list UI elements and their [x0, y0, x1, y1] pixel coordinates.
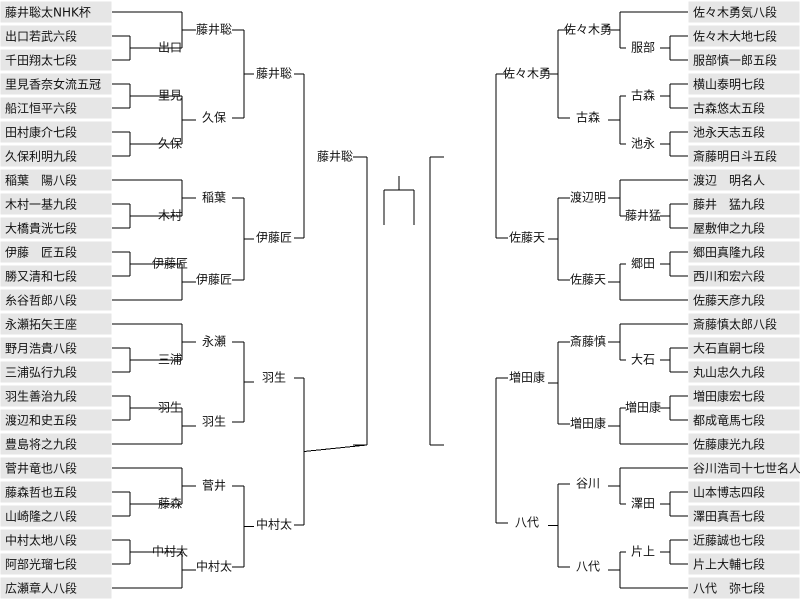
left-player-name: 出口若武六段 [5, 29, 77, 44]
right-player-name: 西川和宏六段 [693, 269, 765, 284]
left-player-name: 三浦弘行九段 [5, 365, 77, 380]
left-player-name: 広瀬章人八段 [5, 581, 77, 596]
right-player-name: 藤井 猛九段 [693, 197, 765, 212]
right-player-name: 澤田真吾七段 [693, 509, 765, 524]
right-player-name: 丸山忠久九段 [693, 365, 765, 380]
right-player-name: 八代 弥七段 [693, 581, 765, 596]
right-player-name: 増田康宏七段 [693, 389, 765, 404]
left-round1-winner: 木村 [158, 209, 182, 223]
bracket-line [303, 444, 368, 452]
left-round1-winner: 藤森 [158, 496, 182, 511]
left-player-name: 羽生善治九段 [5, 389, 77, 404]
right-player-name: 横山泰明七段 [693, 77, 765, 92]
right-player-name: 谷川浩司十七世名人 [693, 461, 800, 476]
left-player-name: 勝又清和七段 [5, 269, 77, 284]
right-player-name: 佐藤康光九段 [693, 437, 765, 452]
left-player-name: 糸谷哲郎八段 [5, 293, 77, 308]
right-round2-winner: 佐藤天 [570, 273, 606, 287]
left-player-name: 船江恒平六段 [5, 101, 77, 116]
left-player-name: 伊藤 匠五段 [5, 245, 77, 260]
right-player-name: 古森悠太五段 [693, 101, 765, 116]
left-player-name: 藤井聡太NHK杯 [5, 5, 91, 20]
left-round1-winner: 羽生 [158, 401, 182, 415]
left-round1-winner: 久保 [158, 137, 182, 151]
left-player-name: 豊島将之九段 [5, 437, 77, 452]
left-player-name: 山崎隆之八段 [5, 509, 77, 524]
right-player-name: 佐々木勇気八段 [693, 5, 777, 20]
left-round2-winner: 稲葉 [202, 191, 226, 205]
left-round1-winner: 三浦 [158, 353, 182, 367]
left-round3-winner: 藤井聡 [256, 67, 292, 81]
left-player-name: 藤森哲也五段 [5, 485, 77, 500]
right-round3-winner: 増田康 [509, 370, 545, 385]
left-round2-winner: 菅井 [202, 479, 226, 493]
right-round3-winner: 佐藤天 [509, 231, 545, 245]
right-round2-winner: 古森 [576, 110, 600, 125]
right-round1-winner: 増田康 [625, 400, 661, 415]
right-player-name: 佐藤天彦九段 [693, 293, 765, 308]
left-round2-winner: 久保 [202, 111, 226, 125]
right-player-name: 都成竜馬七段 [693, 413, 765, 428]
left-player-name: 永瀬拓矢王座 [5, 317, 77, 332]
right-round2-winner: 渡辺明 [570, 190, 606, 205]
left-round2-winner: 中村太 [196, 559, 232, 574]
right-player-name: 池永天志五段 [693, 125, 765, 140]
right-player-name: 片上大輔七段 [693, 557, 765, 572]
right-player-name: 屋敷伸之九段 [693, 221, 765, 236]
left-player-name: 野月浩貴八段 [5, 341, 77, 356]
right-round2-winner: 斎藤慎 [570, 334, 606, 349]
right-player-name: 近藤誠也七段 [693, 533, 765, 548]
left-round2-winner: 藤井聡 [196, 23, 232, 37]
right-player-name: 郷田真隆九段 [693, 245, 765, 260]
left-player-name: 久保利明九段 [5, 149, 77, 164]
right-round1-winner: 服部 [631, 40, 655, 55]
right-round2-winner: 谷川 [576, 477, 600, 491]
right-round2-winner: 増田康 [570, 416, 606, 431]
right-player-name: 斎藤明日斗五段 [693, 149, 777, 164]
right-round1-winner: 郷田 [631, 257, 655, 271]
left-player-name: 稲葉 陽八段 [5, 173, 77, 188]
right-round1-winner: 大石 [631, 353, 655, 367]
left-player-name: 菅井竜也八段 [5, 461, 77, 476]
right-player-name: 大石直嗣七段 [693, 341, 765, 356]
left-player-name: 阿部光瑠七段 [5, 557, 77, 572]
left-round3-winner: 羽生 [262, 371, 286, 385]
left-player-name: 中村太地八段 [5, 533, 77, 548]
right-player-name: 斎藤慎太郎八段 [693, 317, 777, 332]
left-round1-winner: 中村太 [152, 544, 188, 559]
right-round1-winner: 片上 [631, 545, 655, 559]
left-round1-winner: 里見 [158, 89, 182, 103]
right-round1-winner: 澤田 [631, 497, 655, 511]
left-player-name: 渡辺和史五段 [5, 413, 77, 428]
right-player-name: 渡辺 明名人 [693, 173, 765, 188]
left-semifinal-winner: 藤井聡 [317, 150, 353, 164]
right-round1-winner: 古森 [631, 88, 655, 103]
left-player-name: 大橋貴洸七段 [5, 221, 77, 236]
right-player-name: 佐々木大地七段 [693, 29, 777, 44]
right-round2-winner: 八代 [576, 560, 600, 574]
left-round3-winner: 伊藤匠 [256, 231, 292, 245]
left-round2-winner: 羽生 [202, 415, 226, 429]
right-player-name: 山本博志四段 [693, 485, 765, 500]
left-round3-winner: 中村太 [256, 517, 292, 532]
left-player-name: 木村一基九段 [5, 197, 77, 212]
left-player-name: 田村康介七段 [5, 125, 77, 140]
right-round1-winner: 池永 [631, 137, 655, 151]
left-round1-winner: 伊藤匠 [152, 257, 188, 271]
right-round2-winner: 佐々木勇 [564, 23, 612, 37]
left-round2-winner: 永瀬 [202, 335, 226, 349]
left-round1-winner: 出口 [158, 41, 182, 55]
left-player-name: 千田翔太七段 [5, 53, 77, 68]
right-player-name: 服部慎一郎五段 [693, 53, 777, 68]
right-round1-winner: 藤井猛 [625, 209, 661, 223]
right-round3-winner: 八代 [515, 516, 539, 530]
right-round3-winner: 佐々木勇 [503, 67, 551, 81]
left-player-name: 里見香奈女流五冠 [5, 77, 101, 92]
left-round2-winner: 伊藤匠 [196, 273, 232, 287]
